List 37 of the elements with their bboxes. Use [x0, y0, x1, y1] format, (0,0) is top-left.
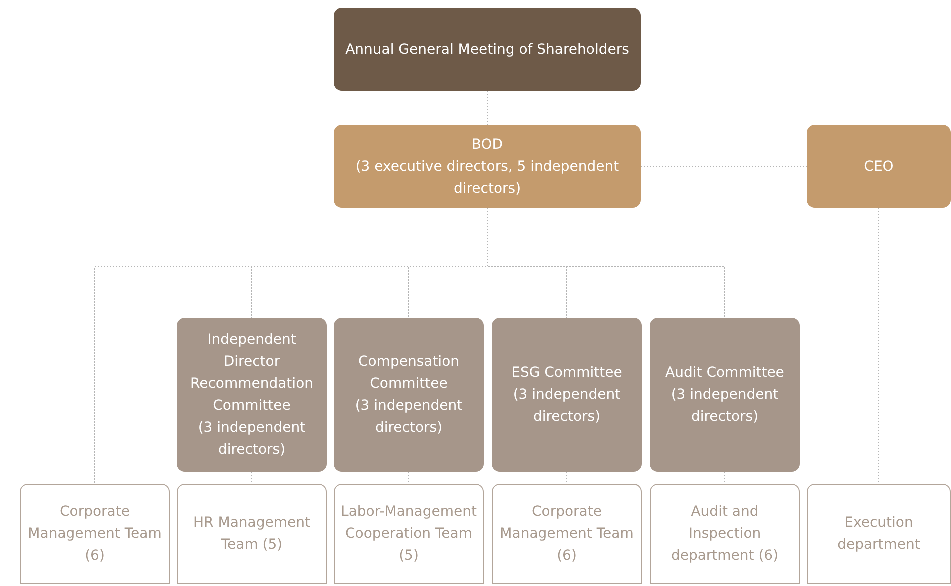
node-text: Corporate Management Team (6): [27, 503, 163, 566]
board-box: [334, 125, 641, 208]
node-text: (3 executive directors, 5 independent directors): [354, 158, 620, 198]
committee-box: [492, 318, 642, 472]
team-box: [177, 484, 327, 584]
node-text: Audit Committee: [666, 364, 784, 383]
committee-box: [334, 318, 484, 472]
board-box: [807, 125, 951, 208]
connector-line: [408, 472, 410, 484]
connector-line: [640, 166, 808, 167]
team-box: [650, 484, 800, 584]
node-text: Execution department: [836, 514, 922, 555]
node-text: ESG Committee: [512, 364, 622, 383]
team-box: [492, 484, 642, 584]
node-text: Labor-Management Cooperation Team (5): [340, 503, 478, 566]
node-text: Audit and Inspection department (6): [670, 503, 780, 566]
node-text: HR Management Team (5): [192, 514, 312, 555]
node-text: (3 independent directors): [670, 386, 780, 427]
committee-box: [650, 318, 800, 472]
meeting-box: [334, 8, 641, 91]
node-text: Compensation Committee: [357, 353, 461, 394]
node-text: Corporate Management Team (6): [499, 503, 635, 566]
connector-line: [878, 208, 880, 484]
team-box: [807, 484, 951, 584]
connector-line: [566, 472, 568, 484]
connector-line: [724, 472, 726, 484]
node-text: Annual General Meeting of Shareholders: [346, 40, 630, 60]
node-text: (3 independent directors): [354, 397, 464, 438]
team-box: [20, 484, 170, 584]
connector-line: [487, 90, 488, 126]
node-text: (3 independent directors): [512, 386, 622, 427]
team-box: [334, 484, 484, 584]
committee-box: [177, 318, 327, 472]
node-text: (3 independent directors): [197, 419, 307, 460]
node-text: CEO: [864, 158, 894, 176]
node-text: Independent Director Recommendation Committee: [189, 331, 315, 416]
node-text: BOD: [472, 136, 504, 154]
